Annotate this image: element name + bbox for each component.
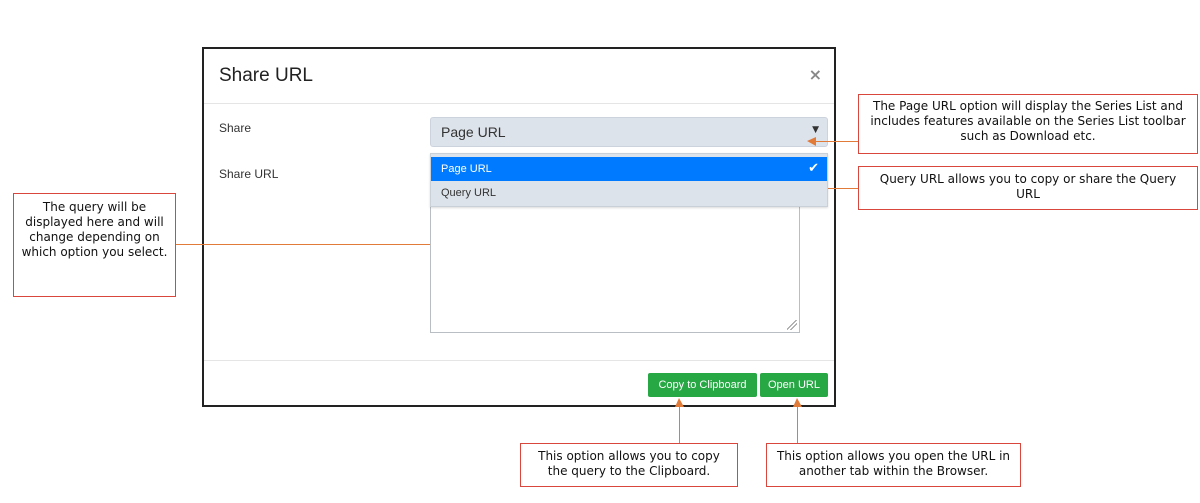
callout-query-display-text: The query will be displayed here and wil… (21, 200, 168, 259)
arrow-line (679, 405, 680, 443)
share-url-label: Share URL (219, 167, 279, 181)
callout-query-url: Query URL allows you to copy or share th… (858, 166, 1198, 210)
callout-page-url: The Page URL option will display the Ser… (858, 94, 1198, 154)
callout-copy-text: This option allows you to copy the query… (538, 449, 720, 478)
open-url-button[interactable]: Open URL (760, 373, 828, 397)
callout-copy: This option allows you to copy the query… (520, 443, 738, 487)
arrow-line (815, 188, 858, 189)
arrow-line (815, 141, 858, 142)
callout-open-text: This option allows you open the URL in a… (776, 449, 1011, 478)
arrowhead-icon (675, 398, 684, 407)
share-select-value: Page URL (441, 124, 506, 140)
close-icon[interactable]: × (808, 65, 822, 84)
callout-query-url-text: Query URL allows you to copy or share th… (879, 172, 1177, 201)
arrow-line (176, 244, 444, 245)
callout-query-display: The query will be displayed here and wil… (13, 193, 176, 297)
share-select[interactable]: Page URL ▼ (430, 117, 828, 147)
share-label: Share (219, 121, 252, 135)
arrow-line (797, 405, 798, 443)
share-dropdown-menu: Page URL ✔ Query URL (430, 153, 828, 207)
modal-title: Share URL (219, 65, 313, 86)
option-label: Query URL (441, 187, 497, 199)
footer-divider (204, 360, 834, 361)
check-icon: ✔ (808, 161, 819, 176)
callout-open: This option allows you open the URL in a… (766, 443, 1021, 487)
resize-handle-icon[interactable] (787, 320, 797, 330)
arrowhead-icon (807, 137, 816, 146)
copy-to-clipboard-button[interactable]: Copy to Clipboard (648, 373, 757, 397)
option-label: Page URL (441, 163, 492, 175)
share-url-modal: Share URL × Share Share URL Page URL ▼ P… (202, 47, 836, 407)
option-page-url[interactable]: Page URL ✔ (431, 157, 827, 181)
chevron-down-icon: ▼ (812, 125, 819, 135)
arrowhead-icon (793, 398, 802, 407)
modal-header: Share URL × (204, 49, 834, 104)
option-query-url[interactable]: Query URL (431, 181, 827, 205)
callout-page-url-text: The Page URL option will display the Ser… (870, 99, 1186, 143)
